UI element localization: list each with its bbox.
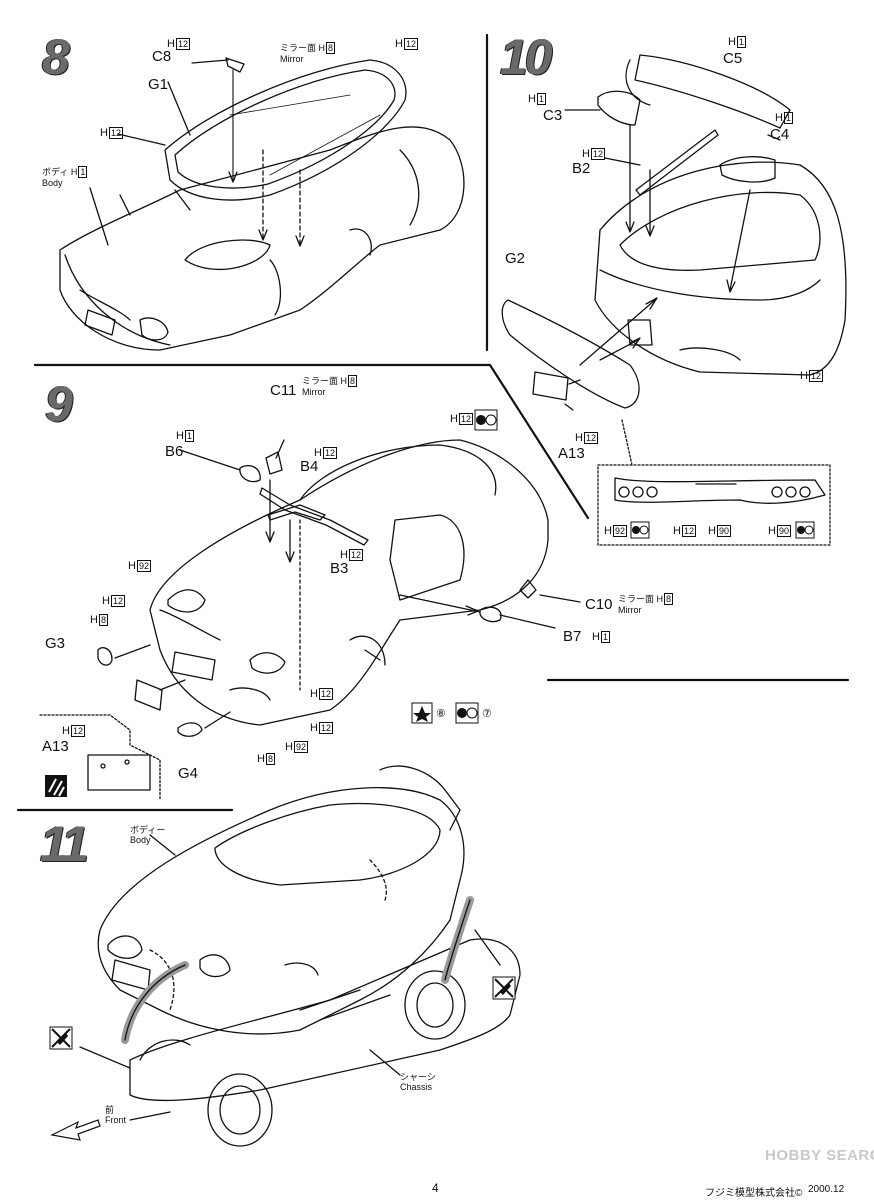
watermark: HOBBY SEARCH xyxy=(765,1147,874,1164)
windshield-frame xyxy=(259,487,369,546)
b7-part xyxy=(479,606,502,623)
step10-rear-drawing xyxy=(594,161,847,376)
part-label-b7: B7 xyxy=(563,628,582,645)
g4-part xyxy=(177,722,203,737)
step-number-10: 10 xyxy=(500,29,553,85)
part-label-g1: G1 xyxy=(148,76,169,93)
g2-part xyxy=(501,299,640,409)
step-number-11: 11 xyxy=(40,816,89,872)
part-label-c3: C3 xyxy=(543,107,563,124)
part-label-g3: G3 xyxy=(45,635,66,652)
page-number: 4 xyxy=(432,1181,439,1195)
c10-part xyxy=(519,579,537,599)
step-number-9: 9 xyxy=(45,376,73,432)
paint-number-7: ⑦ xyxy=(482,708,492,720)
step9-car-drawing xyxy=(149,439,549,726)
part-label-c10: C10 xyxy=(585,596,613,613)
part-label-b3: B3 xyxy=(330,560,349,577)
print-date: 2000.12 xyxy=(808,1184,845,1195)
c8-part xyxy=(225,57,245,73)
part-label-g2: G2 xyxy=(505,250,526,267)
part-label-b6: B6 xyxy=(165,443,184,460)
a13-part-s9 xyxy=(134,679,163,711)
part-label-c11: C11 xyxy=(270,382,297,399)
front-arrow-icon xyxy=(50,1119,101,1141)
paint-icons xyxy=(411,409,815,724)
part-label-g4: G4 xyxy=(178,765,199,782)
step8-body-drawing xyxy=(59,126,465,351)
c3-part xyxy=(597,90,641,126)
part-label-a13: A13 xyxy=(42,738,69,755)
part-label-b4: B4 xyxy=(300,458,319,475)
b6-part xyxy=(239,465,261,483)
step11-car-drawing xyxy=(97,765,465,1035)
copyright: フジミ模型株式会社© xyxy=(705,1188,803,1199)
a13-part-s10 xyxy=(532,371,569,401)
part-label-b2: B2 xyxy=(572,160,591,177)
g3-part xyxy=(97,647,113,666)
c11-part xyxy=(265,451,283,475)
paint-number-8: ⑧ xyxy=(436,708,446,720)
c5-part xyxy=(634,54,791,129)
chassis-drawing xyxy=(129,938,521,1147)
b2-part xyxy=(635,129,719,196)
step8-glass-drawing xyxy=(164,59,407,201)
part-label-a13: A13 xyxy=(558,445,585,462)
step-number-8: 8 xyxy=(42,29,70,85)
part-label-c5: C5 xyxy=(723,50,743,67)
part-label-c8: C8 xyxy=(152,48,172,65)
part-label-c4: C4 xyxy=(770,126,790,143)
c4-part xyxy=(719,156,776,183)
cement-icons xyxy=(45,775,516,1050)
